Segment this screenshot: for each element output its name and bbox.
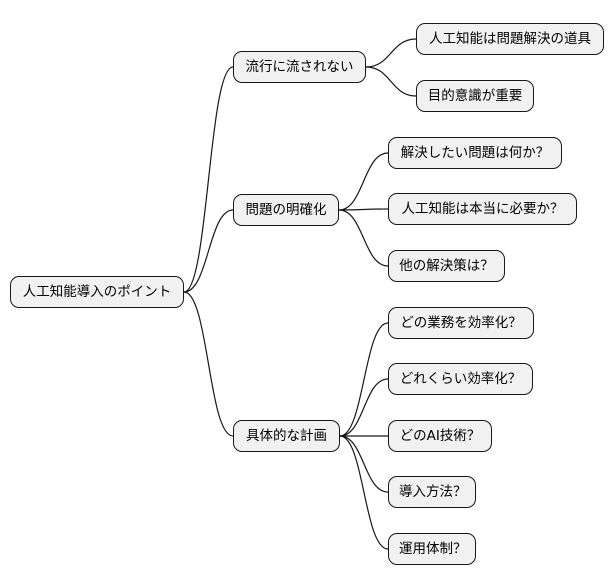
leaf-node-purpose: 目的意識が重要 [416,80,534,112]
leaf-node-method: 導入方法？ [388,476,476,508]
branch-node-plan: 具体的な計画 [233,420,340,452]
leaf-node-tool: 人工知能は問題解決の道具 [416,23,604,55]
leaf-node-which-task: どの業務を効率化？ [388,307,534,339]
connector-branch-node-plan-leaf-node-which-task [339,322,389,437]
leaf-node-ai-needed: 人工知能は本当に必要か？ [388,193,577,225]
connector-branch-node-plan-leaf-node-operation [339,435,389,550]
connector-branch-node-trend-leaf-node-tool [365,38,417,68]
connector-root-branch-node-trend [183,66,234,293]
leaf-node-how-much: どれくらい効率化？ [388,363,533,395]
connector-branch-node-problem-leaf-node-other-solutions [338,209,389,267]
connector-branch-node-plan-leaf-node-how-much [339,378,389,437]
connector-branch-node-problem-leaf-node-what-problem [338,152,389,211]
leaf-node-other-solutions: 他の解決策は？ [388,250,505,282]
branch-node-trend: 流行に流されない [233,51,366,83]
connector-root-branch-node-plan [183,291,234,437]
connector-root-branch-node-problem [183,209,234,293]
branch-node-problem: 問題の明確化 [233,194,339,226]
leaf-node-which-ai: どのAI技術？ [388,420,492,452]
leaf-node-operation: 運用体制？ [388,533,476,565]
connector-branch-node-trend-leaf-node-purpose [365,66,417,97]
root-node: 人工知能導入のポイント [10,276,184,308]
connector-branch-node-problem-leaf-node-ai-needed [338,208,389,211]
leaf-node-what-problem: 解決したい問題は何か？ [388,137,562,169]
connector-branch-node-plan-leaf-node-method [339,435,389,493]
